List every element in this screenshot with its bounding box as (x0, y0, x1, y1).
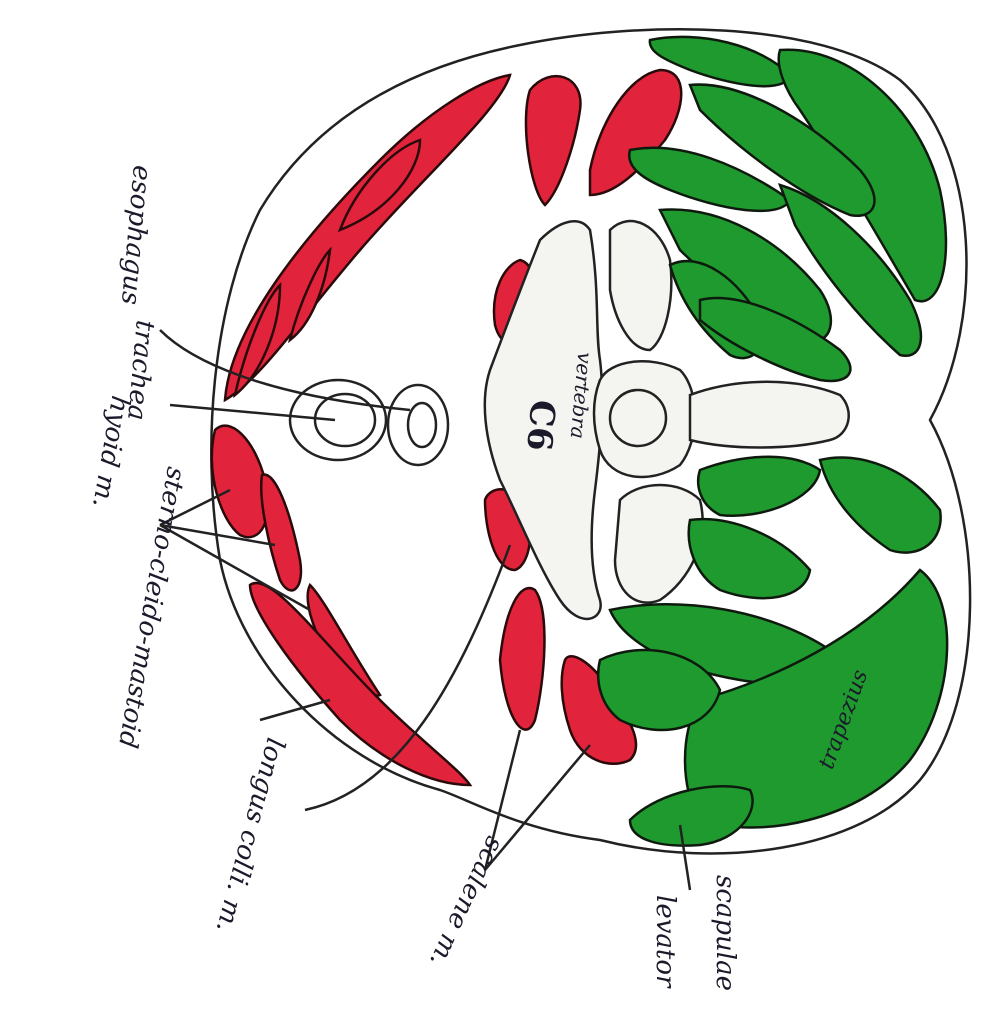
esophagus-outer (388, 385, 448, 465)
levator-scapulae-muscle (630, 786, 753, 845)
label-c6: C6 (517, 398, 562, 461)
hyoid-muscle-1 (212, 426, 268, 538)
spinous-process (690, 382, 849, 448)
trachea-leader-line (170, 405, 335, 420)
posterior-muscle-10 (820, 457, 941, 552)
posterior-muscle-9 (698, 457, 820, 516)
esophagus-inner (408, 403, 436, 447)
longus-colli-upper-1 (526, 76, 581, 205)
sternocleidomastoid-upper (225, 75, 510, 400)
hyoid-muscle-2 (261, 475, 301, 591)
scalene-muscle-1 (500, 588, 544, 730)
posterior-muscle-11 (689, 519, 810, 598)
vertebral-arch-upper (610, 221, 671, 350)
trachea-outer (290, 380, 386, 460)
label-scapulae: scapulae (710, 875, 740, 1005)
sternocleido-leader-line (260, 700, 330, 720)
label-levator: levator (650, 895, 680, 1005)
